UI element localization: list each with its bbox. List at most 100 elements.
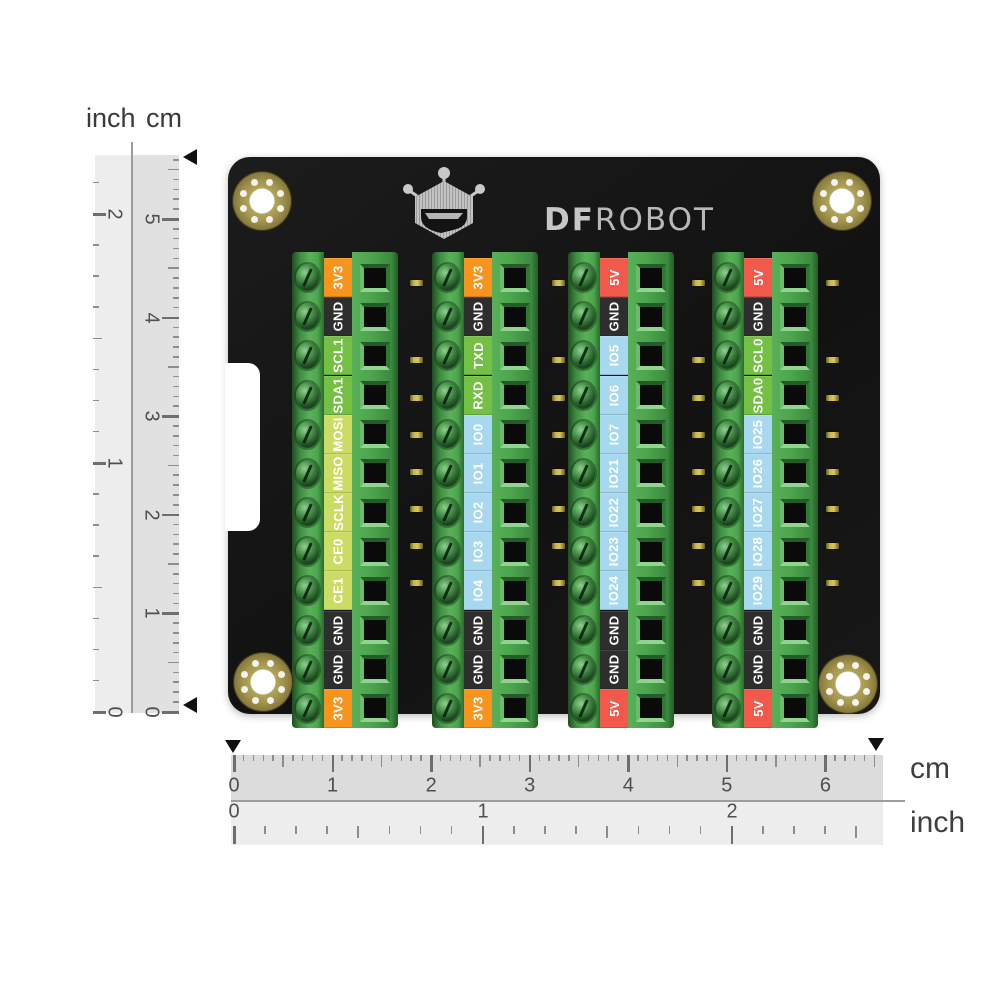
- hole-via-dot: [819, 205, 827, 213]
- wire-port-icon: [636, 341, 666, 370]
- wire-port-icon: [500, 655, 530, 684]
- pin-label-text: IO23: [606, 537, 622, 567]
- wire-port-icon: [780, 498, 810, 527]
- terminal-screw-icon: [572, 499, 595, 527]
- cm-tick: [173, 287, 179, 289]
- cm-tick: [361, 755, 363, 761]
- wire-port-icon: [636, 459, 666, 488]
- cm-tick: [173, 385, 179, 388]
- cm-tick: [745, 755, 748, 761]
- hole-via-dot: [266, 178, 274, 186]
- cm-tick: [173, 454, 179, 457]
- terminal-screw-icon: [716, 616, 739, 644]
- inch-tick: [93, 275, 99, 277]
- pin-label: IO1: [464, 453, 492, 493]
- cm-tick: [173, 622, 179, 624]
- pin-label-text: CE1: [330, 577, 346, 605]
- pin-label-text: SCLK: [330, 494, 346, 531]
- inch-ruler-number: 0: [103, 706, 126, 718]
- pin-label-text: IO1: [470, 462, 486, 485]
- cm-ruler-number: 2: [425, 774, 437, 797]
- cm-ruler-number: 3: [140, 410, 163, 422]
- hole-via-dot: [250, 178, 258, 186]
- cm-tick: [173, 651, 179, 654]
- pin-label: SDA1: [324, 375, 352, 415]
- inch-tick: [450, 826, 453, 834]
- smd-resistor-icon: [552, 357, 565, 363]
- pin-label: 3V3: [324, 688, 352, 728]
- cm-tick: [173, 691, 179, 693]
- hole-via-dot: [825, 688, 833, 696]
- wire-port-icon: [636, 537, 666, 566]
- cm-tick: [173, 425, 179, 427]
- cm-tick: [725, 755, 729, 772]
- terminal-screw-icon: [436, 264, 459, 292]
- inch-tick: [93, 493, 99, 495]
- pin-label: GND: [600, 610, 628, 650]
- pin-label: GND: [600, 649, 628, 689]
- hole-via-dot: [278, 670, 286, 678]
- wire-port-icon: [500, 498, 530, 527]
- inch-tick: [93, 617, 99, 620]
- pin-label: IO5: [600, 336, 628, 376]
- cm-tick: [548, 755, 550, 761]
- terminal-screw-icon: [572, 420, 595, 448]
- cm-tick: [794, 755, 797, 761]
- inch-tick: [93, 244, 99, 246]
- smd-resistor-icon: [410, 432, 423, 438]
- inch-tick: [233, 826, 236, 844]
- pin-label: IO3: [464, 532, 492, 572]
- terminal-screw-icon: [436, 303, 459, 331]
- pin-label-text: IO28: [750, 537, 766, 567]
- wire-port-icon: [780, 616, 810, 645]
- terminal-screw-icon: [716, 459, 739, 487]
- cm-tick: [168, 661, 179, 664]
- smd-resistor-icon: [826, 580, 839, 586]
- hole-via-dot: [278, 686, 286, 694]
- pin-label-text: IO5: [606, 344, 622, 367]
- hole-via-dot: [277, 189, 285, 197]
- smd-resistor-icon: [826, 432, 839, 438]
- dfrobot-logo-text: DFROBOT: [544, 203, 715, 237]
- wire-port-icon: [360, 694, 390, 723]
- inch-tick: [93, 524, 99, 526]
- wire-port-icon: [500, 263, 530, 292]
- pin-label-text: TXD: [470, 342, 486, 370]
- wire-port-icon: [500, 459, 530, 488]
- smd-resistor-icon: [692, 395, 705, 401]
- cm-tick: [292, 755, 294, 761]
- pin-label-text: GND: [470, 301, 486, 332]
- hole-via-dot: [846, 216, 854, 224]
- pin-label-text: IO4: [470, 579, 486, 602]
- pin-label: IO27: [744, 493, 772, 533]
- inch-tick: [93, 399, 99, 402]
- cm-tick: [469, 755, 472, 761]
- cm-tick: [430, 755, 433, 772]
- cm-tick: [627, 755, 630, 772]
- smd-resistor-icon: [552, 506, 565, 512]
- wire-port-icon: [360, 302, 390, 331]
- cm-tick: [173, 395, 179, 398]
- pin-label: 3V3: [324, 258, 352, 298]
- terminal-screw-icon: [572, 616, 595, 644]
- pin-label-text: IO25: [750, 419, 766, 449]
- pin-label-text: 3V3: [470, 696, 486, 721]
- cm-tick: [173, 573, 179, 575]
- cm-tick: [173, 188, 179, 191]
- terminal-screw-icon: [296, 694, 319, 722]
- cm-tick: [173, 228, 179, 230]
- pin-label: IO24: [600, 571, 628, 611]
- cm-tick: [173, 198, 179, 200]
- wire-port-icon: [360, 537, 390, 566]
- inch-tick: [264, 826, 266, 834]
- cm-tick: [162, 612, 179, 615]
- wire-port-icon: [636, 302, 666, 331]
- wire-port-icon: [500, 576, 530, 605]
- terminal-screw-icon: [572, 459, 595, 487]
- screw-column: [712, 252, 744, 728]
- pin-label: GND: [464, 297, 492, 337]
- cm-tick: [400, 755, 403, 761]
- smd-resistor-icon: [552, 580, 565, 586]
- cm-tick: [173, 435, 179, 437]
